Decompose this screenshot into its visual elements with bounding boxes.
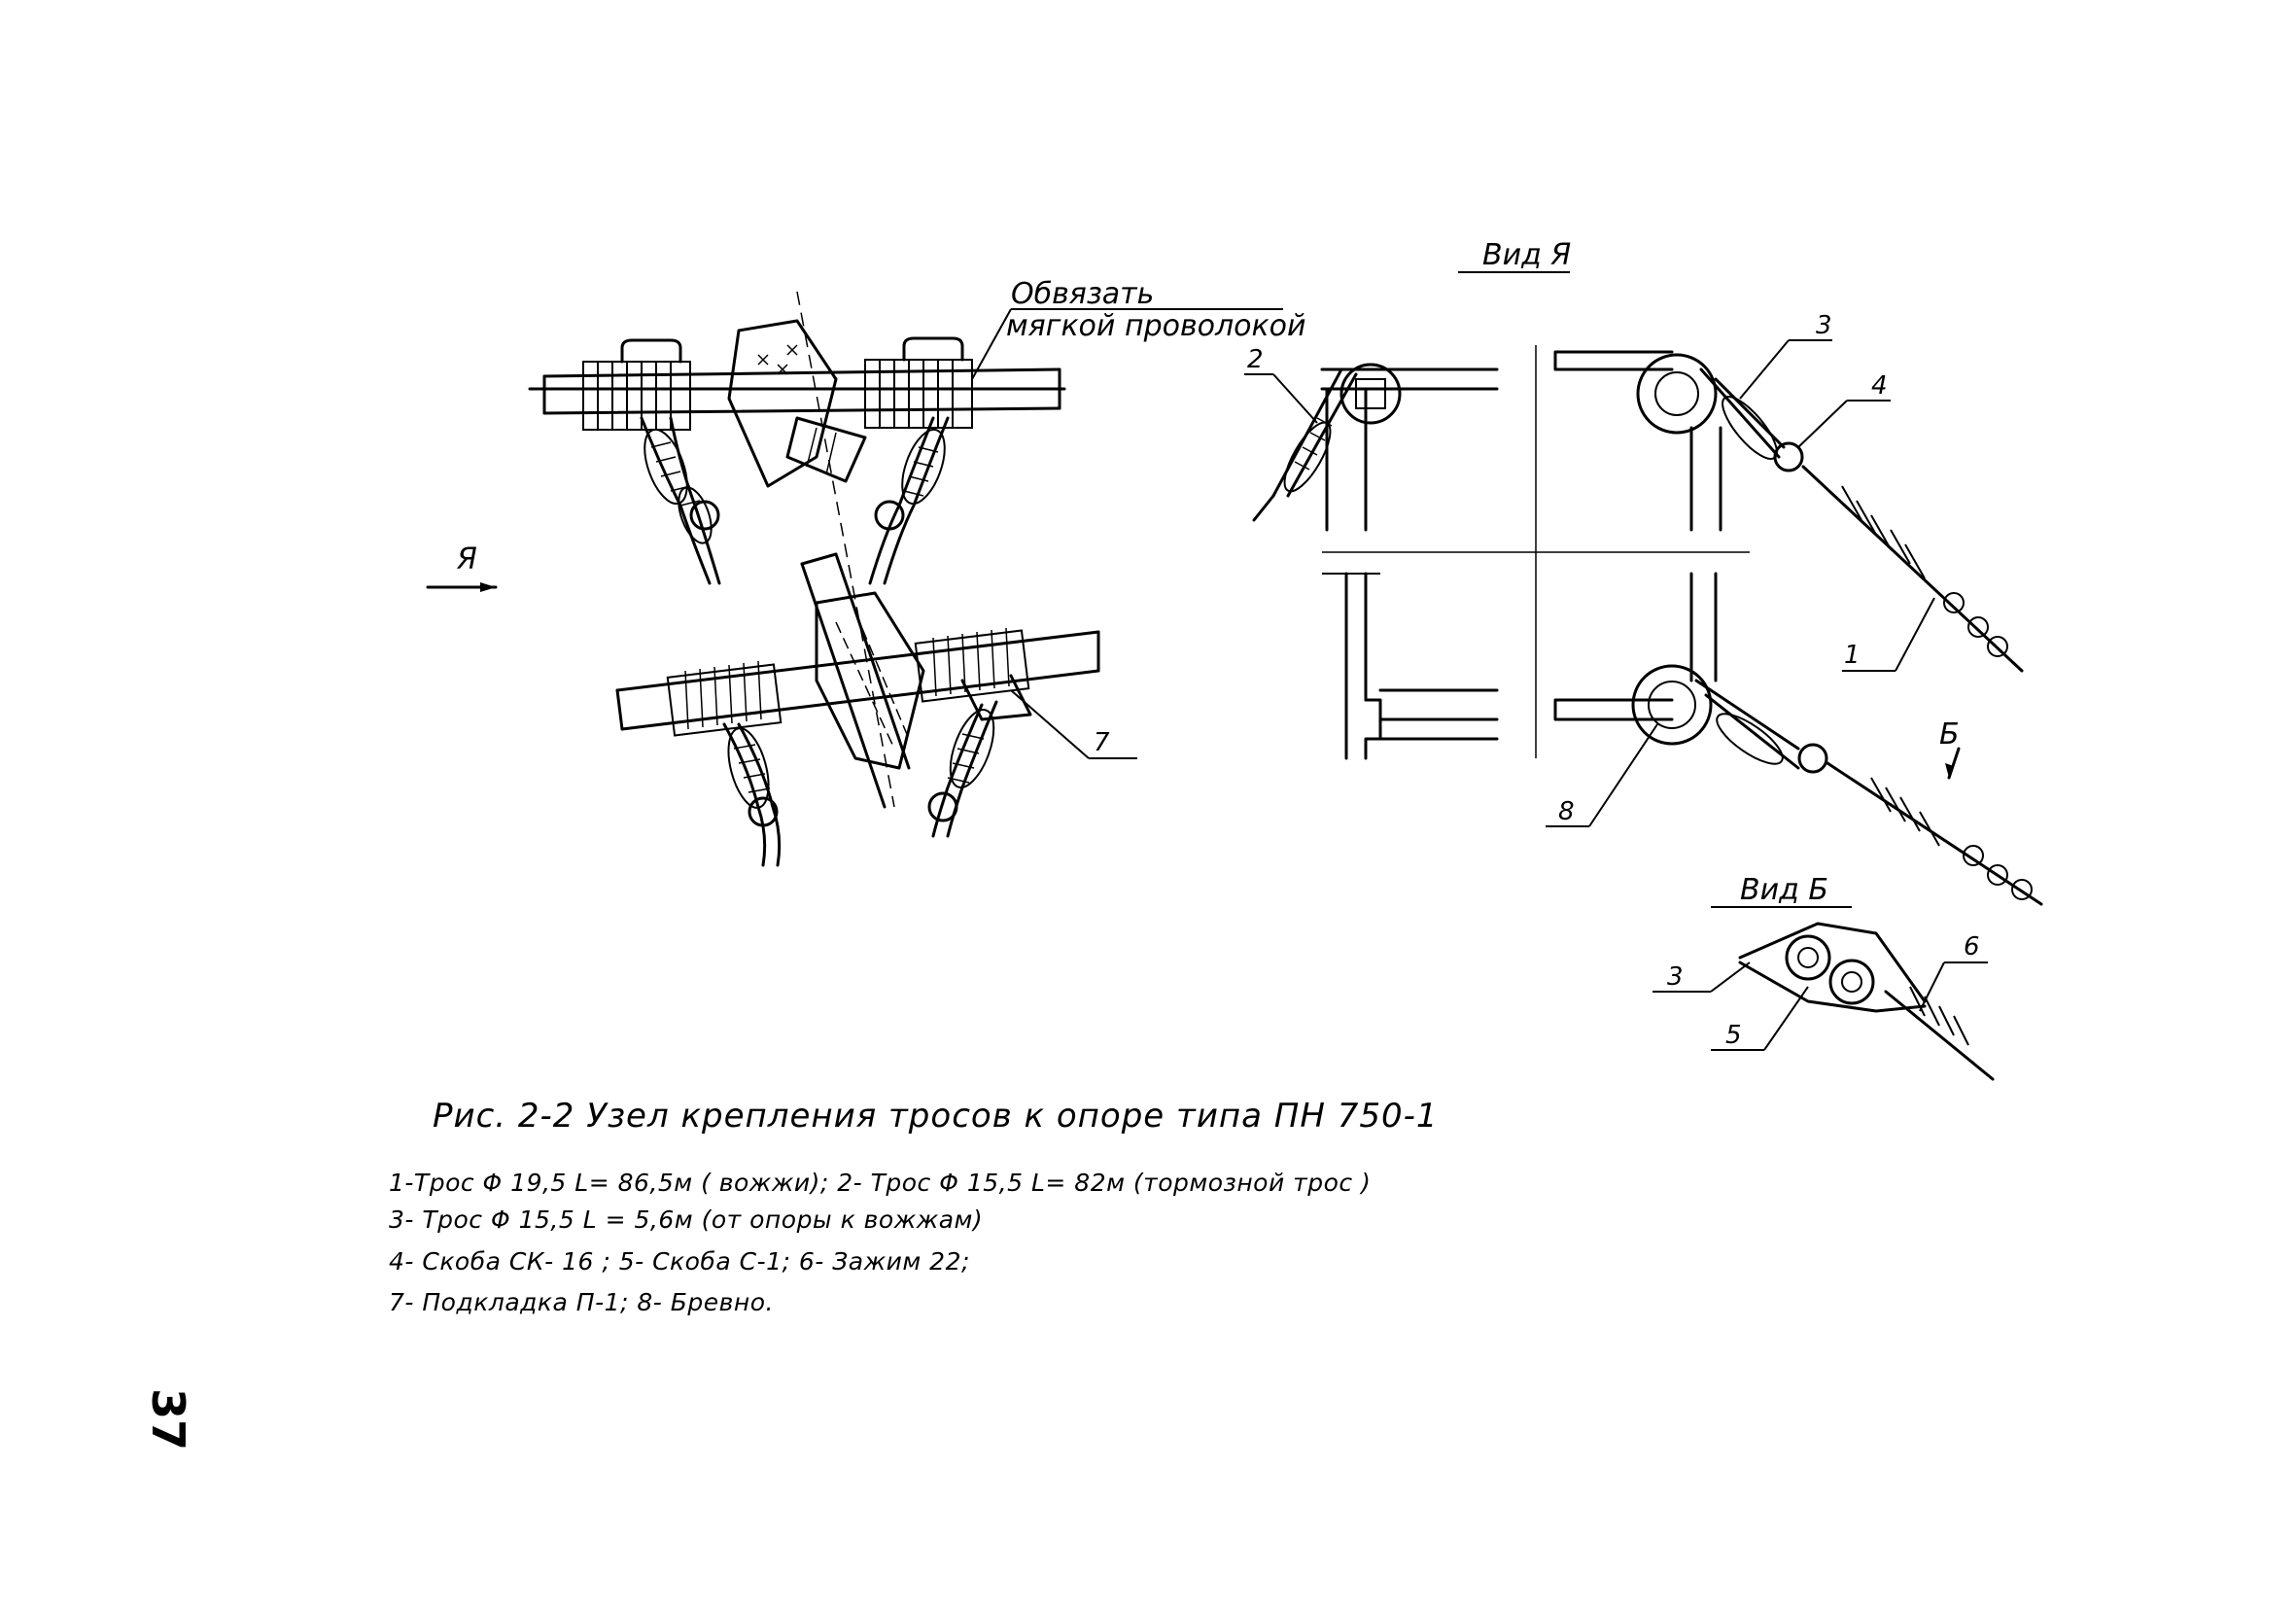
callout-3-label: 3 xyxy=(1816,311,1832,340)
view-b-arrow: Б xyxy=(1939,717,1961,780)
view-a-upper-left xyxy=(1252,363,1499,532)
legend-line: 4- Скоба СК- 16 ; 5- Скоба С-1; 6- Зажим… xyxy=(389,1247,970,1276)
callout-1-label: 1 xyxy=(1844,641,1861,670)
view-b-assembly xyxy=(1738,922,1995,1081)
callout-4-label: 4 xyxy=(1871,371,1888,401)
callout-8: 8 xyxy=(1546,723,1658,827)
callout-5: 5 xyxy=(1711,986,1809,1051)
legend-line: 3- Трос Φ 15,5 L = 5,6м (от опоры к вожж… xyxy=(389,1206,984,1234)
view-a-upper-right xyxy=(1553,350,2024,673)
figure-caption: Рис. 2-2 Узел крепления тросов к опоре т… xyxy=(433,1097,1439,1136)
lower-beam-assembly xyxy=(615,552,1100,867)
legend-line: 7- Подкладка П-1; 8- Бревно. xyxy=(389,1288,774,1316)
tie-note-line2: мягкой проволокой xyxy=(1006,309,1306,343)
view-a-arrow-label: Я xyxy=(456,542,477,577)
callout-1: 1 xyxy=(1842,597,1935,672)
callout-3b: 3 xyxy=(1652,961,1751,993)
view-a-lower-left xyxy=(1322,572,1499,760)
callout-6: 6 xyxy=(1919,932,1988,1012)
tie-note: Обвязать мягкой проволокой xyxy=(971,277,1306,380)
callout-2-label: 2 xyxy=(1247,345,1264,374)
view-a-lower-right xyxy=(1553,572,2043,906)
view-a-arrow: Я xyxy=(426,542,498,592)
callout-7-label: 7 xyxy=(1094,728,1110,757)
view-b-header: Вид Б xyxy=(1711,873,1852,908)
page-number: 37 xyxy=(142,1388,194,1451)
view-a-header: Вид Я xyxy=(1458,238,1571,273)
tie-note-line1: Обвязать xyxy=(1011,277,1154,311)
view-b-title: Вид Б xyxy=(1740,873,1828,907)
callout-8-label: 8 xyxy=(1558,797,1575,826)
callout-3b-label: 3 xyxy=(1667,962,1684,992)
callout-7: 7 xyxy=(1010,689,1137,759)
callout-4: 4 xyxy=(1797,371,1891,448)
view-b-arrow-label: Б xyxy=(1939,717,1960,752)
callout-3: 3 xyxy=(1739,311,1832,400)
callout-6-label: 6 xyxy=(1964,932,1980,961)
callout-2: 2 xyxy=(1244,345,1318,424)
view-a-title: Вид Я xyxy=(1482,238,1571,272)
legend-line: 1-Трос Φ 19,5 L= 86,5м ( вожжи); 2- Трос… xyxy=(389,1169,1372,1197)
upper-beam-assembly xyxy=(528,291,1066,808)
callout-5-label: 5 xyxy=(1725,1021,1742,1050)
